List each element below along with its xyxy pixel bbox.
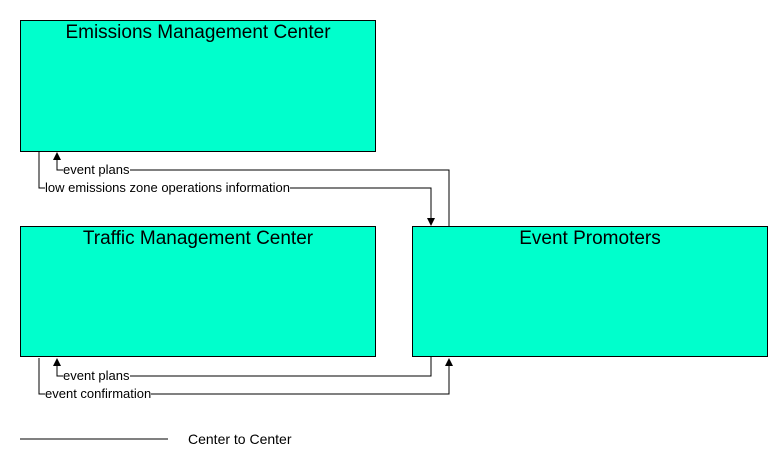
flow-label-tmc-event-plans: event plans — [63, 368, 130, 383]
flow-label-emc-event-plans: event plans — [63, 162, 130, 177]
event-promoters-box: Event Promoters — [412, 226, 768, 357]
arrowhead-tmc-event-confirmation — [445, 358, 453, 366]
arrowhead-tmc-event-plans — [53, 358, 61, 366]
traffic-management-center-box: Traffic Management Center — [20, 226, 376, 357]
event-promoters-title: Event Promoters — [519, 228, 661, 249]
flow-label-emc-low-emissions: low emissions zone operations informatio… — [45, 180, 290, 195]
flow-label-tmc-event-confirmation: event confirmation — [45, 386, 152, 401]
emissions-management-center-box: Emissions Management Center — [20, 20, 376, 152]
emissions-management-center-title: Emissions Management Center — [65, 22, 331, 43]
traffic-management-center-title: Traffic Management Center — [82, 228, 314, 249]
flow-line-tmc-event-confirmation — [38, 358, 450, 395]
arrowhead-emc-low-emissions — [427, 218, 435, 226]
arrowhead-emc-event-plans — [53, 152, 61, 160]
flow-line-emc-event-plans — [56, 153, 450, 226]
legend-label-center-to-center: Center to Center — [188, 431, 292, 447]
flow-line-tmc-event-plans — [56, 357, 432, 377]
